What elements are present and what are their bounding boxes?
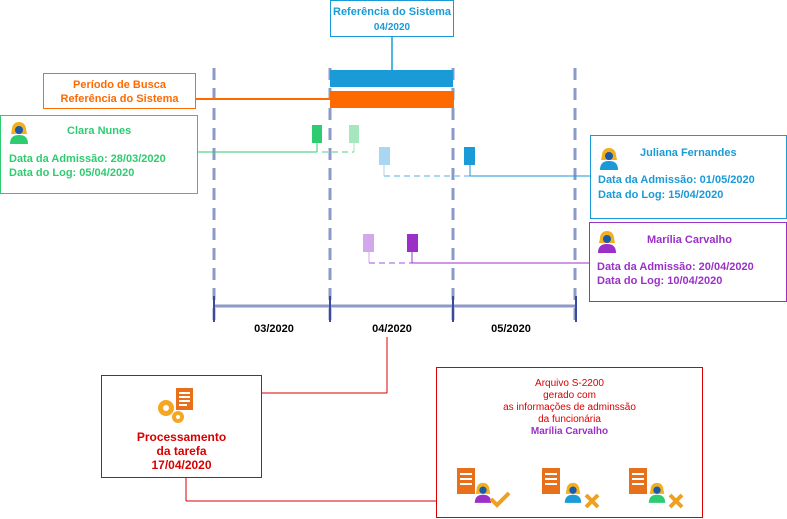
processing-line2: da tarefa [156,444,207,458]
processing-line1: Processamento [136,430,227,444]
s2200-line3: as informações de adminssão [503,402,636,413]
person-icon [600,148,618,170]
processing-date: 17/04/2020 [151,458,212,472]
marilia-admission-marker [407,234,418,252]
s2200-line4: da funcionária [538,414,601,425]
clara-admission: Data da Admissão: 28/03/2020 [9,153,166,165]
cross-icon [584,493,600,509]
juliana-admission: Data da Admissão: 01/05/2020 [598,174,755,186]
month-label: 05/2020 [491,323,531,335]
check-icon [489,491,511,508]
processing-box: Processamento da tarefa 17/04/2020 [101,375,262,478]
juliana-name: Juliana Fernandes [640,147,737,159]
cross-icon [668,493,684,509]
employee-card-clara: Clara Nunes Data da Admissão: 28/03/2020… [0,115,198,194]
system-reference-bar [330,70,453,87]
document-icon [542,468,560,494]
header-month: 04/2020 [373,22,411,33]
juliana-log-marker [379,147,390,165]
search-period-bar [330,91,454,108]
person-icon [10,122,28,144]
header-title: Referência do Sistema [333,6,451,18]
marilia-name: Marília Carvalho [647,234,732,246]
s2200-name: Marília Carvalho [530,426,609,437]
search-period-line1: Período de Busca [73,79,166,91]
clara-log: Data do Log: 05/04/2020 [9,167,135,179]
marilia-log: Data do Log: 10/04/2020 [597,275,723,287]
s2200-box: Arquivo S-2200 gerado com as informações… [436,367,703,518]
s2200-line2: gerado com [543,390,596,401]
juliana-admission-marker [464,147,475,165]
clara-log-marker [349,125,359,143]
month-label: 04/2020 [372,323,412,335]
person-icon [564,482,582,503]
search-period-box: Período de Busca Referência do Sistema [43,73,196,109]
marilia-log-marker [363,234,374,252]
document-icon [457,468,475,494]
document-icon [629,468,647,494]
system-reference-header: Referência do Sistema 04/2020 [330,0,454,37]
employee-card-juliana: Juliana Fernandes Data da Admissão: 01/0… [590,135,787,219]
juliana-log: Data do Log: 15/04/2020 [598,189,724,201]
employee-card-marilia: Marília Carvalho Data da Admissão: 20/04… [589,222,787,302]
person-icon [648,482,666,503]
gears-icon [158,388,193,423]
marilia-admission: Data da Admissão: 20/04/2020 [597,261,754,273]
person-icon [474,482,492,503]
person-icon [598,231,616,253]
search-period-line2: Referência do Sistema [60,93,179,105]
clara-admission-marker [312,125,322,143]
clara-name: Clara Nunes [67,125,132,137]
month-label: 03/2020 [254,323,294,335]
s2200-line1: Arquivo S-2200 [535,378,604,389]
